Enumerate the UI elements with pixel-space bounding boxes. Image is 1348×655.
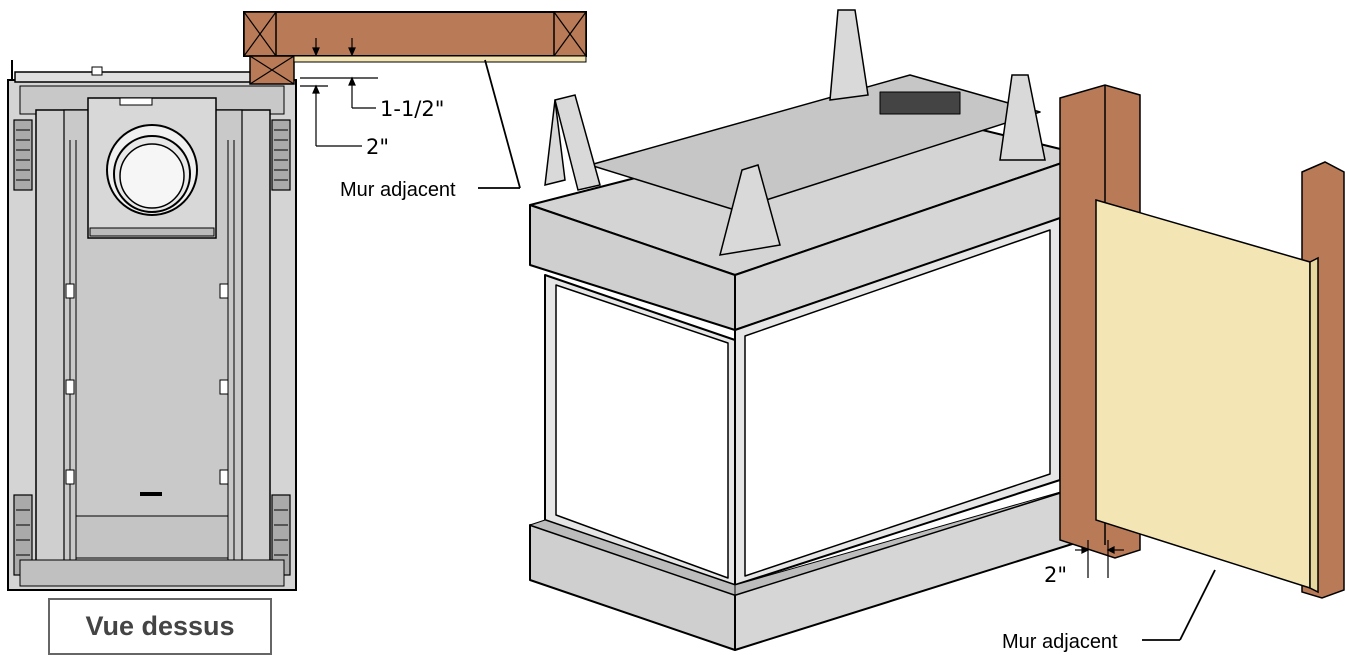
dim-two-inch-bottom: 2" <box>1044 563 1067 587</box>
dim-two-inch-top: 2" <box>366 135 389 159</box>
bottom-dimension-lines <box>1075 540 1216 641</box>
standoff-brackets <box>544 9 1046 256</box>
iso-adjacent-wall <box>1059 84 1345 599</box>
iso-fireplace <box>529 74 1086 651</box>
top-view-unit <box>7 60 297 591</box>
adjacent-wall-label-bottom: Mur adjacent <box>1002 631 1118 653</box>
top-view-title: Vue dessus <box>48 598 272 655</box>
dim-one-and-half-inch: 1-1/2" <box>380 97 444 121</box>
top-dimension-lines <box>300 38 521 189</box>
top-view-title-text: Vue dessus <box>85 611 235 641</box>
wall-stud-section <box>243 11 587 85</box>
adjacent-wall-label-top: Mur adjacent <box>340 179 456 201</box>
